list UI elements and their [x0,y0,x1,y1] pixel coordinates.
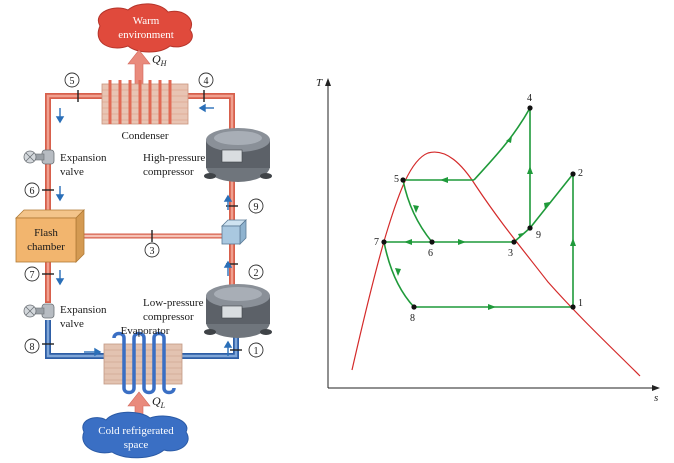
ts-point-8-label: 8 [410,313,415,324]
state-1-marker: 1 [248,342,264,358]
svg-text:2: 2 [254,268,259,279]
condenser [101,80,189,125]
svg-text:7: 7 [30,270,35,281]
ts-point-7-label: 7 [374,237,379,248]
s-axis-label: s [654,392,658,404]
t-axis-label: T [316,77,323,89]
saturation-dome [351,151,641,377]
cold-label-line1: Cold refrigerated [98,425,174,437]
t-axis-arrowhead [325,78,331,86]
ts-point-5-label: 5 [394,174,399,185]
ts-point-1-label: 1 [578,298,583,309]
low-pressure-compressor [204,284,272,338]
ts-state-points [381,105,576,310]
evaporator [103,331,183,395]
qh-label: QH [152,52,168,68]
expansion-valve-upper-label-1: Expansion [60,152,107,164]
high-pressure-compressor [204,128,272,182]
state-2-marker: 2 [248,264,264,280]
cold-space-cloud: Cold refrigerated space [82,411,189,459]
svg-text:4: 4 [204,76,209,87]
warm-label-line2: environment [118,29,174,41]
expansion-valve-upper [23,149,55,165]
mixing-chamber [221,219,247,245]
ts-point-6-label: 6 [428,248,433,259]
svg-text:6: 6 [30,186,35,197]
flash-label-line2: chamber [27,241,65,253]
ql-label: QL [152,394,166,410]
condenser-label: Condenser [121,130,168,142]
state-4-marker: 4 [198,72,214,88]
ts-point-2-label: 2 [578,168,583,179]
warm-environment-cloud: Warm environment [97,3,193,53]
svg-text:8: 8 [30,342,35,353]
state-5-marker: 5 [64,72,80,88]
low-compressor-label-1: Low-pressure [143,297,204,309]
svg-text:1: 1 [254,346,259,357]
expansion-valve-upper-label-2: valve [60,166,84,178]
flash-chamber: Flash chamber [15,209,85,263]
cold-label-line2: space [124,439,149,451]
refrigeration-schematic: Warm environment QH [15,3,272,459]
ts-point-9-label: 9 [536,230,541,241]
flow-arrows [55,103,233,357]
s-axis-arrowhead [652,385,660,391]
svg-text:3: 3 [150,246,155,257]
svg-text:9: 9 [254,202,259,213]
state-7-marker: 7 [24,266,40,282]
state-9-marker: 9 [248,198,264,214]
ts-point-4-label: 4 [527,93,532,104]
state-3-marker: 3 [144,242,160,258]
state-8-marker: 8 [24,338,40,354]
low-compressor-label-2: compressor [143,311,194,323]
high-compressor-label-1: High-pressure [143,152,205,164]
evaporator-label: Evaporator [121,325,170,337]
svg-text:5: 5 [70,76,75,87]
state-6-marker: 6 [24,182,40,198]
flash-label-line1: Flash [34,227,58,239]
warm-label-line1: Warm [133,15,160,27]
high-compressor-label-2: compressor [143,166,194,178]
hot-pipe-loop [45,93,235,303]
expansion-valve-lower [23,303,55,319]
expansion-valve-lower-label-2: valve [60,318,84,330]
expansion-valve-lower-label-1: Expansion [60,304,107,316]
ts-diagram: T s [316,77,660,404]
ts-point-3-label: 3 [508,248,513,259]
cycle-direction-arrows [395,136,576,310]
